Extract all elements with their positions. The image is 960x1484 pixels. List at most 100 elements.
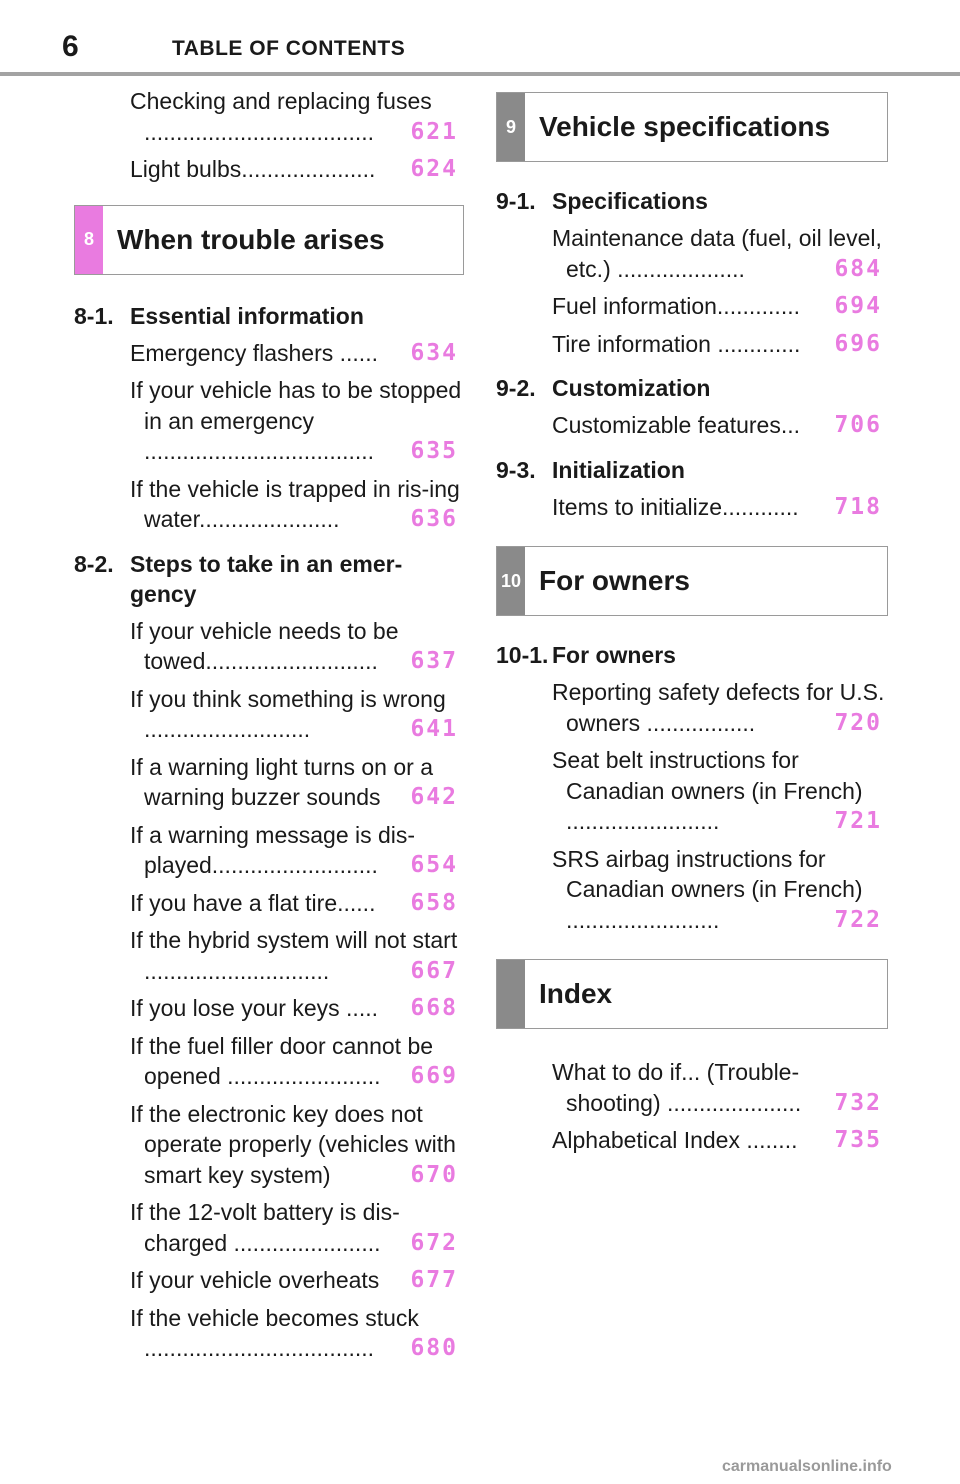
leader-dots: .................... bbox=[617, 255, 745, 282]
entry-title: If the electronic key does not operate p… bbox=[130, 1100, 456, 1188]
toc-entry[interactable]: If a warning message is dis-played......… bbox=[130, 820, 464, 881]
chapter-heading-9[interactable]: 9 Vehicle specifications bbox=[496, 92, 888, 162]
page-link[interactable]: 635 bbox=[408, 436, 458, 467]
toc-entry[interactable]: If you think something is wrong ........… bbox=[130, 684, 464, 745]
toc-entry[interactable]: Seat belt instructions for Canadian owne… bbox=[552, 745, 888, 837]
chapter-title: Index bbox=[539, 978, 613, 1009]
toc-entry[interactable]: If you have a flat tire...... 658 bbox=[130, 887, 464, 918]
section-heading: 9-3. Initialization bbox=[496, 455, 888, 485]
toc-entry[interactable]: If your vehicle has to be stopped in an … bbox=[130, 375, 464, 467]
page-link[interactable]: 672 bbox=[408, 1227, 458, 1258]
page-link[interactable]: 735 bbox=[832, 1125, 882, 1156]
leader-dots: .......................... bbox=[211, 852, 378, 878]
toc-entry[interactable]: Customizable features... 706 bbox=[552, 410, 888, 441]
toc-entry[interactable]: What to do if... (Trouble-shooting) ....… bbox=[552, 1057, 888, 1118]
toc-entry[interactable]: If a warning light turns on or a warning… bbox=[130, 752, 464, 813]
page-link[interactable]: 696 bbox=[832, 328, 882, 359]
page-link[interactable]: 667 bbox=[408, 955, 458, 986]
page-link[interactable]: 637 bbox=[408, 646, 458, 677]
entry-title: If your vehicle overheats bbox=[130, 1267, 380, 1293]
leader-dots: ........................... bbox=[205, 648, 378, 674]
toc-entry[interactable]: Checking and replacing fuses............… bbox=[130, 86, 464, 147]
leader-dots: ....................... bbox=[233, 1229, 381, 1256]
toc-entry[interactable]: Items to initialize............ 718 bbox=[552, 491, 888, 522]
page-number: 6 bbox=[62, 30, 79, 63]
toc-entry[interactable]: Fuel information............. 694 bbox=[552, 291, 888, 322]
page-link[interactable]: 654 bbox=[408, 850, 458, 881]
page-link[interactable]: 677 bbox=[408, 1265, 458, 1296]
leader-dots: ...... bbox=[339, 339, 378, 366]
chapter-heading-index[interactable]: Index bbox=[496, 959, 888, 1029]
leader-dots: ............. bbox=[717, 330, 801, 357]
chapter-tab bbox=[497, 960, 525, 1028]
page-link[interactable]: 641 bbox=[408, 714, 458, 745]
leader-dots: ...... bbox=[337, 889, 376, 916]
page-link[interactable]: 642 bbox=[408, 782, 458, 813]
chapter-number: 8 bbox=[75, 205, 103, 274]
chapter-heading-8[interactable]: 8 When trouble arises bbox=[74, 204, 464, 275]
toc-entry[interactable]: If the vehicle becomes stuck............… bbox=[130, 1303, 464, 1364]
page-link[interactable]: 634 bbox=[408, 337, 458, 368]
leader-dots: ........ bbox=[746, 1127, 798, 1153]
toc-entry[interactable]: If you lose your keys ..... 668 bbox=[130, 993, 464, 1024]
entry-title: If a warning message is dis-played bbox=[130, 821, 416, 879]
section-number: 8-1. bbox=[74, 302, 114, 329]
section-number: 8-2. bbox=[74, 550, 114, 577]
chapter-heading-10[interactable]: 10 For owners bbox=[496, 546, 888, 616]
page-link[interactable]: 694 bbox=[832, 291, 882, 322]
leader-dots: .................................... bbox=[144, 1335, 375, 1361]
page-link[interactable]: 684 bbox=[832, 253, 882, 284]
toc-entry[interactable]: If the hybrid system will not start ....… bbox=[130, 925, 464, 986]
entry-title: Alphabetical Index bbox=[552, 1127, 740, 1153]
entry-title: Light bulbs bbox=[130, 156, 242, 182]
leader-dots: ............. bbox=[716, 293, 800, 319]
toc-entry[interactable]: If the vehicle is trapped in ris-ing wat… bbox=[130, 474, 464, 535]
toc-entry[interactable]: If your vehicle overheats 677 bbox=[130, 1265, 464, 1296]
toc-entry[interactable]: Tire information ............. 696 bbox=[552, 328, 888, 359]
page-link[interactable]: 624 bbox=[408, 154, 458, 185]
entry-title: What to do if... (Trouble-shooting) bbox=[552, 1059, 800, 1116]
page-link[interactable]: 680 bbox=[408, 1333, 458, 1364]
toc-entry[interactable]: If the 12-volt battery is dis-charged ..… bbox=[130, 1197, 464, 1258]
page-link[interactable]: 636 bbox=[408, 504, 458, 535]
page-header: 6 TABLE OF CONTENTS bbox=[0, 0, 960, 76]
section-number: 10-1. bbox=[496, 642, 549, 668]
right-column: 9 Vehicle specifications 9-1. Specificat… bbox=[496, 86, 888, 1163]
section-number: 9-1. bbox=[496, 188, 536, 214]
entry-title: Maintenance data (fuel, oil level, etc.) bbox=[552, 225, 882, 282]
page-link[interactable]: 670 bbox=[408, 1159, 458, 1190]
page-link[interactable]: 621 bbox=[408, 116, 458, 147]
page-link[interactable]: 668 bbox=[408, 993, 458, 1024]
toc-entry[interactable]: Emergency flashers ...... 634 bbox=[130, 337, 464, 368]
toc-entry[interactable]: If the electronic key does not operate p… bbox=[130, 1099, 464, 1190]
page-link[interactable]: 669 bbox=[408, 1061, 458, 1092]
toc-entry[interactable]: SRS airbag instructions for Canadian own… bbox=[552, 844, 888, 935]
page-link[interactable]: 732 bbox=[832, 1087, 882, 1118]
entry-title: Customizable features bbox=[552, 412, 781, 438]
leader-dots: ................. bbox=[646, 709, 756, 736]
toc-entry[interactable]: Reporting safety defects for U.S. owners… bbox=[552, 677, 888, 738]
page-link[interactable]: 718 bbox=[832, 491, 882, 522]
entry-title: Fuel information bbox=[552, 293, 717, 319]
section-heading: 8-1. Essential information bbox=[74, 301, 464, 331]
toc-entry[interactable]: If the fuel filler door cannot be opened… bbox=[130, 1031, 464, 1092]
entry-title: If you think something is wrong bbox=[130, 685, 446, 712]
page-link[interactable]: 706 bbox=[832, 410, 882, 441]
toc-entry[interactable]: Light bulbs..................... 624 bbox=[130, 154, 464, 185]
page-link[interactable]: 658 bbox=[408, 887, 458, 918]
entry-title: Reporting safety defects for U.S. owners bbox=[552, 679, 885, 736]
section-title: Initialization bbox=[552, 456, 685, 483]
toc-entry[interactable]: Alphabetical Index ........ 735 bbox=[552, 1125, 888, 1156]
page-link[interactable]: 720 bbox=[832, 707, 882, 738]
toc-entry[interactable]: Maintenance data (fuel, oil level, etc.)… bbox=[552, 223, 888, 284]
leader-dots: .................................... bbox=[144, 438, 375, 464]
leader-dots: ............ bbox=[722, 493, 799, 520]
entry-title: If your vehicle needs to be towed bbox=[130, 617, 399, 675]
page-link[interactable]: 722 bbox=[832, 904, 882, 935]
toc-entry[interactable]: If your vehicle needs to be towed.......… bbox=[130, 616, 464, 677]
page-link[interactable]: 721 bbox=[832, 806, 882, 837]
leader-dots: ..................... bbox=[667, 1089, 802, 1116]
section-title: Steps to take in an emer-gency bbox=[130, 550, 403, 607]
entry-title: Emergency flashers bbox=[130, 339, 334, 366]
section-heading: 8-2. Steps to take in an emer-gency bbox=[74, 549, 464, 609]
